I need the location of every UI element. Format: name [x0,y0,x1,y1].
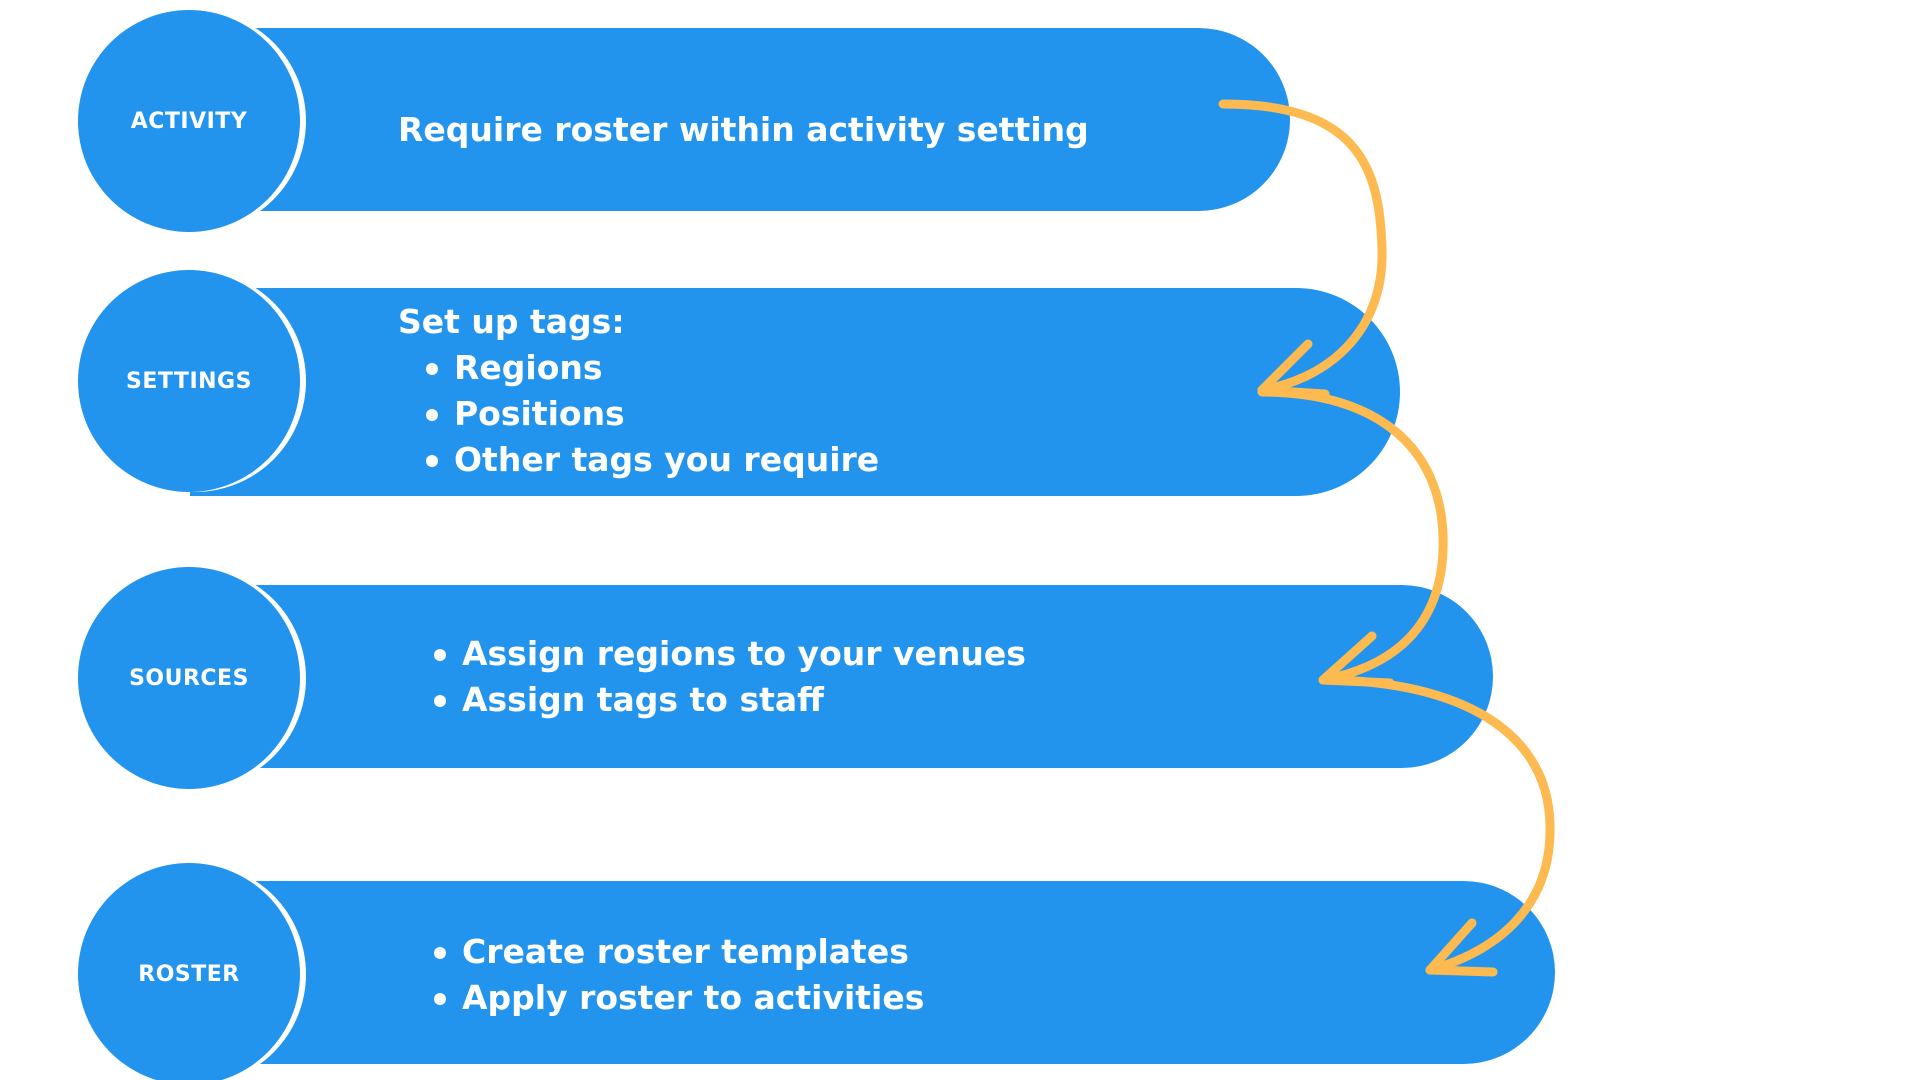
step-roster-text: Create roster templates Apply roster to … [428,929,924,1021]
step-activity-heading: Require roster within activity setting [398,110,1089,149]
step-sources-text: Assign regions to your venues Assign tag… [428,631,1026,723]
step-settings-label: SETTINGS [126,368,252,394]
step-activity-text: Require roster within activity setting [398,107,1089,153]
list-item: Apply roster to activities [428,975,924,1021]
list-item: Create roster templates [428,929,924,975]
step-activity-circle: ACTIVITY [78,10,300,232]
step-roster-label: ROSTER [138,961,240,987]
step-sources-list: Assign regions to your venues Assign tag… [428,631,1026,723]
step-roster-circle: ROSTER [78,863,300,1080]
step-activity-bar [190,28,1290,211]
step-activity-label: ACTIVITY [130,108,248,134]
step-roster-list: Create roster templates Apply roster to … [428,929,924,1021]
list-item: Positions [420,391,879,437]
step-sources-label: SOURCES [129,665,249,691]
step-settings-heading: Set up tags: [398,302,625,341]
step-settings-bar [190,288,1400,496]
step-sources-circle: SOURCES [78,567,300,789]
list-item: Assign tags to staff [428,677,1026,723]
list-item: Assign regions to your venues [428,631,1026,677]
step-settings-list: Regions Positions Other tags you require [420,345,879,483]
step-settings-circle: SETTINGS [78,270,300,492]
step-settings-text: Set up tags: Regions Positions Other tag… [398,299,879,483]
list-item: Regions [420,345,879,391]
list-item: Other tags you require [420,437,879,483]
